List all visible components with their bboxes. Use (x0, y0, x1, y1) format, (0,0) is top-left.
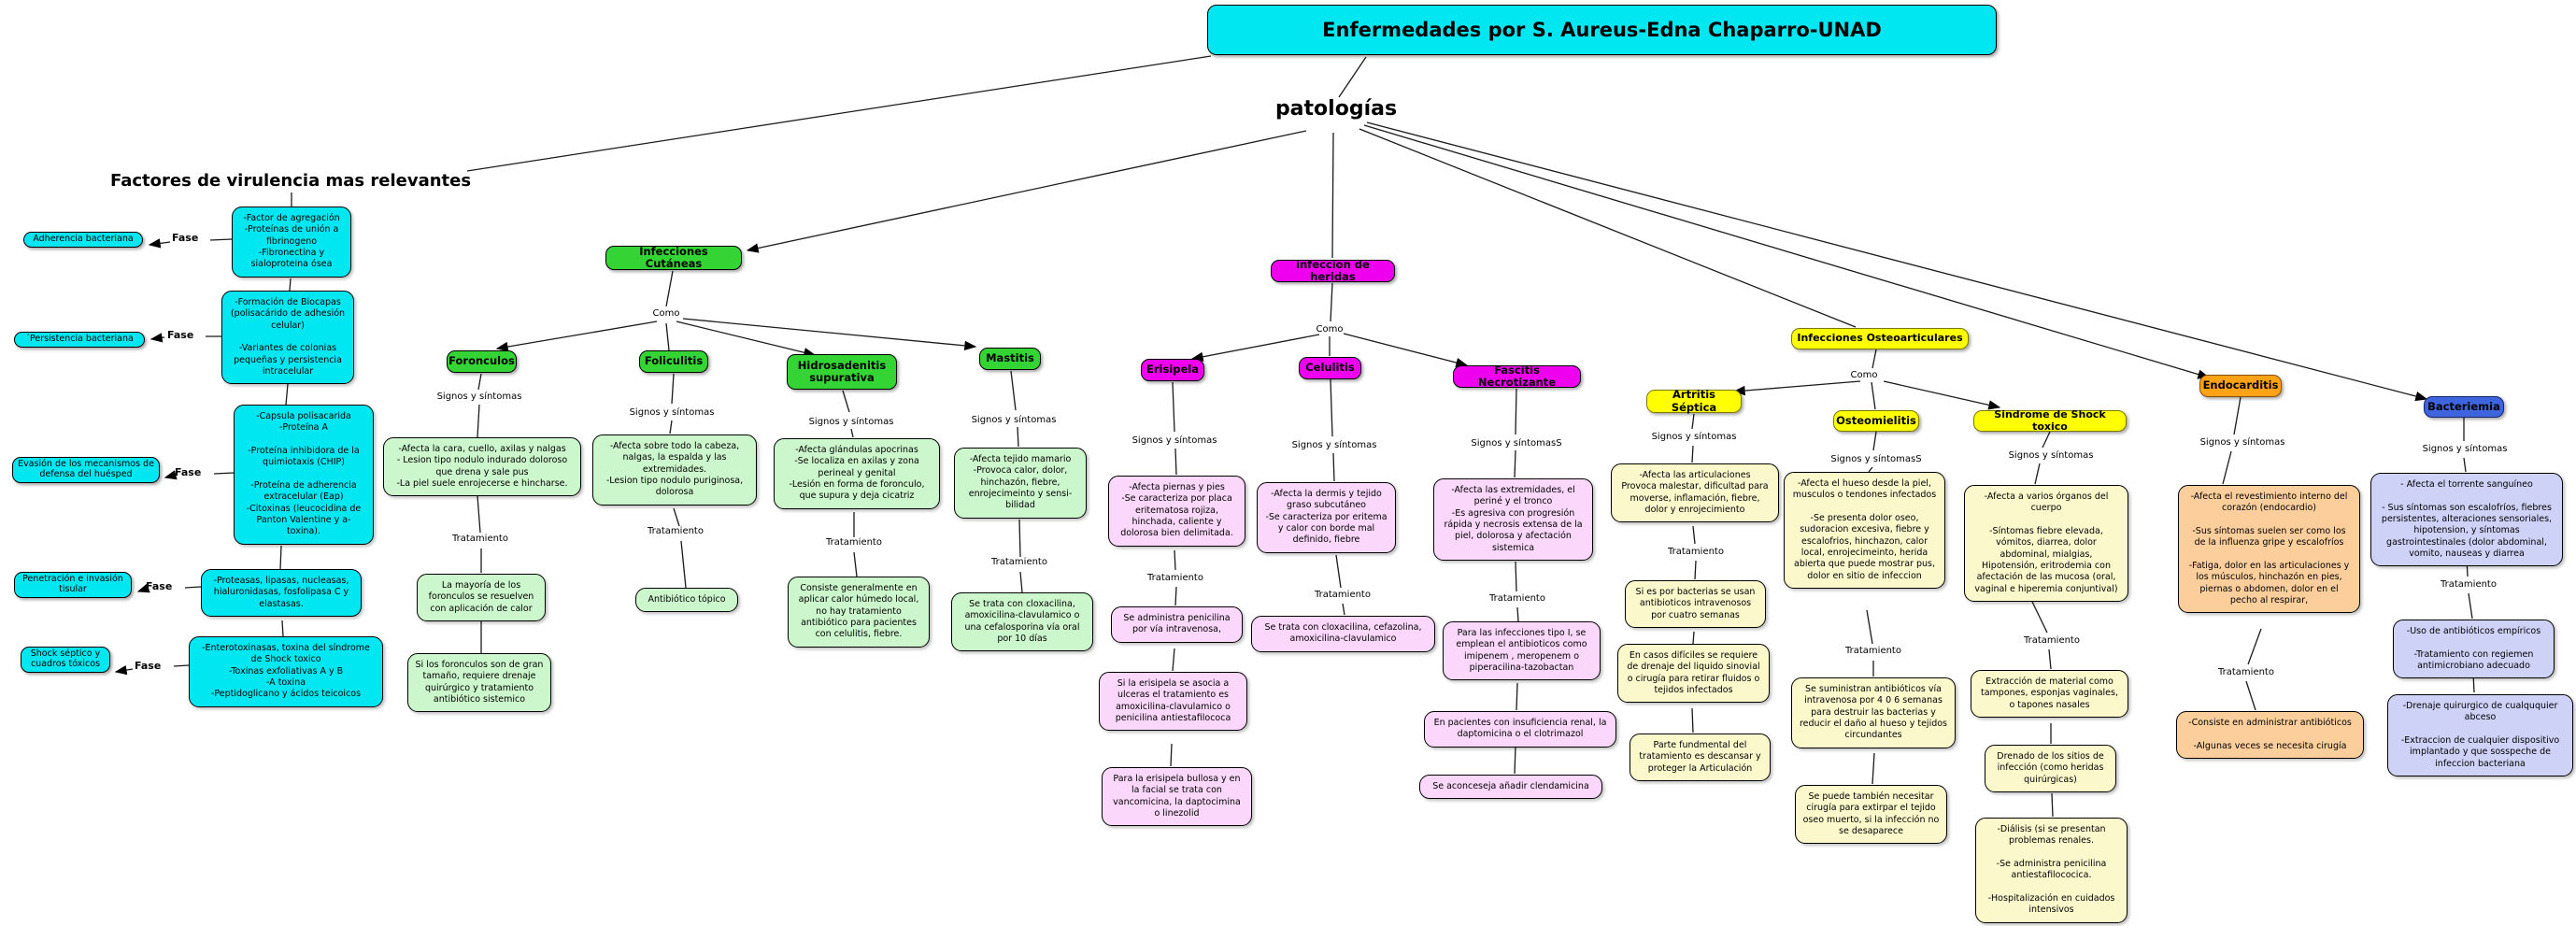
signos-label-endocarditis: Signos y síntomas (2199, 437, 2285, 448)
trat-box-hidrosadenitis[interactable]: Consiste generalmente en aplicar calor h… (788, 577, 930, 648)
trat-label-endocarditis: Tratamiento (2218, 667, 2274, 677)
factor-box-adherencia[interactable]: -Factor de agregación -Proteínas de unió… (232, 207, 351, 278)
signos-label-shock: Signos y síntomas (2008, 450, 2094, 461)
node-hidrosadenitis[interactable]: Hidrosadenitis supurativa (787, 354, 897, 390)
signos-box-foliculitis[interactable]: -Afecta sobre todo la cabeza, nalgas, la… (592, 435, 757, 506)
signos-label-celulitis: Signos y síntomas (1291, 440, 1377, 450)
trat-label-shock: Tratamiento (2024, 635, 2080, 646)
signos-box-osteomielitis[interactable]: -Afecta el hueso desde la piel, musculos… (1784, 472, 1945, 590)
factor-target-shock[interactable]: Shock séptico y cuadros tóxicos (21, 647, 110, 673)
trat-box-bacteriemia-2[interactable]: -Drenaje quirurgico de cualququier abces… (2387, 694, 2573, 777)
trat-box-erisipela-1[interactable]: Se administra penicilina por vía intrave… (1111, 606, 1243, 643)
signos-box-endocarditis[interactable]: -Afecta el revestimiento interno del cor… (2178, 485, 2360, 614)
como-label-heridas: Como (1316, 324, 1344, 335)
signos-box-foronculos[interactable]: -Afecta la cara, cuello, axilas y nalgas… (383, 437, 581, 497)
node-foronculos[interactable]: Foronculos (447, 350, 517, 373)
node-infecciones-osteoarticulares[interactable]: Infecciones Osteoarticulares (1791, 328, 1969, 349)
trat-label-foronculos: Tratamiento (452, 534, 508, 544)
signos-box-erisipela[interactable]: -Afecta piernas y pies -Se caracteriza p… (1108, 476, 1245, 547)
signos-box-mastitis[interactable]: -Afecta tejido mamario -Provoca calor, d… (954, 448, 1087, 519)
trat-box-fascitis-3[interactable]: Se aconceseja añadir clendamicina (1419, 775, 1602, 800)
trat-box-artritis-3[interactable]: Parte fundmental del tratamiento es desc… (1630, 734, 1771, 782)
factor-box-penetracion[interactable]: -Proteasas, lipasas, nucleasas, hialuron… (201, 569, 362, 618)
factor-target-evasion[interactable]: Evasión de los mecanismos de defensa del… (12, 457, 160, 483)
trat-label-foliculitis: Tratamiento (648, 526, 704, 536)
trat-box-mastitis[interactable]: Se trata con cloxacilina, amoxicilina-cl… (951, 592, 1093, 652)
como-label-cutaneas: Como (652, 308, 680, 319)
node-artritis-septica[interactable]: Artritis Séptica (1646, 389, 1742, 413)
fase-label-2: Fase (167, 329, 194, 341)
trat-label-fascitis: Tratamiento (1489, 593, 1545, 604)
trat-label-artritis: Tratamiento (1668, 547, 1724, 557)
factor-box-shock[interactable]: -Enterotoxinasas, toxina del síndrome de… (189, 636, 383, 707)
trat-box-foronculos-1[interactable]: La mayoría de los foronculos se resuelve… (417, 574, 546, 622)
trat-box-foliculitis[interactable]: Antibiótico tópico (635, 588, 738, 613)
trat-box-foronculos-2[interactable]: Si los foronculos son de gran tamaño, re… (407, 653, 551, 713)
trat-box-erisipela-3[interactable]: Para la erisipela bullosa y en la facial… (1102, 767, 1252, 827)
signos-label-hidrosadenitis: Signos y síntomas (808, 417, 894, 427)
node-fascitis[interactable]: Fascitis Necrotizante (1453, 363, 1581, 389)
factor-target-penetracion[interactable]: Penetración e invasión tisular (14, 572, 132, 598)
trat-label-celulitis: Tratamiento (1315, 590, 1371, 600)
trat-box-shock-3[interactable]: -Diálisis (si se presentan problemas ren… (1975, 818, 2128, 923)
factor-target-adherencia[interactable]: Adherencia bacteriana (23, 232, 143, 248)
signos-label-bacteriemia: Signos y síntomas (2422, 444, 2508, 454)
node-celulitis[interactable]: Celulitis (1299, 357, 1361, 379)
signos-label-artritis: Signos y síntomas (1651, 432, 1737, 442)
fase-label-4: Fase (146, 580, 173, 592)
signos-label-osteomielitis: Signos y síntomasS (1830, 454, 1922, 464)
node-bacteriemia[interactable]: Bacteriemia (2424, 396, 2504, 418)
trat-label-osteomielitis: Tratamiento (1845, 646, 1901, 656)
signos-label-foronculos: Signos y síntomas (436, 392, 522, 402)
fase-label-3: Fase (175, 466, 202, 478)
trat-label-erisipela: Tratamiento (1147, 573, 1203, 583)
node-sindrome-shock-toxico[interactable]: Sindrome de Shock toxico (1973, 408, 2127, 432)
signos-box-artritis[interactable]: -Afecta las articulaciones Provoca males… (1611, 463, 1779, 523)
trat-box-shock-1[interactable]: Extracción de material como tampones, es… (1971, 670, 2128, 719)
node-erisipela[interactable]: Erisipela (1141, 359, 1204, 381)
root-node-patologias[interactable]: patologías (1274, 97, 1398, 121)
trat-label-mastitis: Tratamiento (991, 557, 1047, 567)
node-foliculitis[interactable]: Foliculitis (639, 350, 708, 373)
trat-box-fascitis-2[interactable]: En pacientes con insuficiencia renal, la… (1424, 711, 1616, 748)
fase-label-1: Fase (172, 232, 199, 244)
node-osteomielitis[interactable]: Osteomielitis (1833, 410, 1919, 432)
trat-box-artritis-2[interactable]: En casos difíciles se requiere de drenaj… (1617, 644, 1770, 704)
trat-label-hidrosadenitis: Tratamiento (826, 537, 882, 548)
signos-box-celulitis[interactable]: -Afecta la dermis y tejido graso subcutá… (1257, 482, 1396, 553)
trat-box-bacteriemia-1[interactable]: -Uso de antibióticos empíricos -Tratamie… (2393, 620, 2555, 679)
signos-box-fascitis[interactable]: -Afecta las extremidades, el periné y el… (1433, 478, 1593, 562)
signos-label-erisipela: Signos y síntomas (1131, 435, 1217, 446)
trat-label-bacteriemia: Tratamiento (2441, 579, 2497, 590)
signos-box-bacteriemia[interactable]: - Afecta el torrente sanguíneo - Sus sín… (2370, 473, 2563, 567)
factor-box-evasion[interactable]: -Capsula polisacarida -Proteína A -Prote… (234, 405, 374, 545)
signos-label-fascitis: Signos y síntomasS (1471, 438, 1562, 449)
factores-heading: Factores de virulencia mas relevantes (110, 171, 472, 191)
trat-box-osteomielitis-1[interactable]: Se suministran antibióticos vía intraven… (1791, 677, 1956, 748)
como-label-osteo: Como (1850, 370, 1878, 380)
factor-target-persistencia[interactable]: ´Persistencia bacteriana (14, 332, 145, 348)
signos-box-shock[interactable]: -Afecta a varios órganos del cuerpo -Sín… (1964, 485, 2128, 603)
factor-box-persistencia[interactable]: -Formación de Biocapas (polisacárido de … (221, 291, 354, 385)
signos-label-foliculitis: Signos y síntomas (629, 407, 715, 418)
trat-box-shock-2[interactable]: Drenado de los sitios de infección (como… (1985, 745, 2116, 793)
signos-label-mastitis: Signos y síntomas (971, 415, 1057, 425)
trat-box-fascitis-1[interactable]: Para las infecciones tipo I, se emplean … (1443, 621, 1601, 681)
node-mastitis[interactable]: Mastitis (979, 348, 1041, 370)
node-infecciones-cutaneas[interactable]: Infecciones Cutáneas (605, 245, 742, 270)
map-title[interactable]: Enfermedades por S. Aureus-Edna Chaparro… (1207, 5, 1997, 55)
trat-box-osteomielitis-2[interactable]: Se puede también necesitar cirugía para … (1795, 785, 1947, 845)
trat-box-celulitis[interactable]: Se trata con cloxacilina, cefazolina, am… (1251, 616, 1435, 652)
node-endocarditis[interactable]: Endocarditis (2199, 375, 2282, 397)
trat-box-erisipela-2[interactable]: Si la erisipela se asocia a ulceras el t… (1099, 672, 1247, 732)
trat-box-artritis-1[interactable]: Si es por bacterias se usan antibioticos… (1625, 580, 1766, 629)
node-infeccion-heridas[interactable]: infeccion de heridas (1271, 258, 1395, 283)
fase-label-5: Fase (135, 660, 162, 672)
trat-box-endocarditis[interactable]: -Consiste en administrar antibióticos -A… (2176, 711, 2364, 760)
signos-box-hidrosadenitis[interactable]: -Afecta glándulas apocrinas -Se localiza… (774, 438, 940, 509)
